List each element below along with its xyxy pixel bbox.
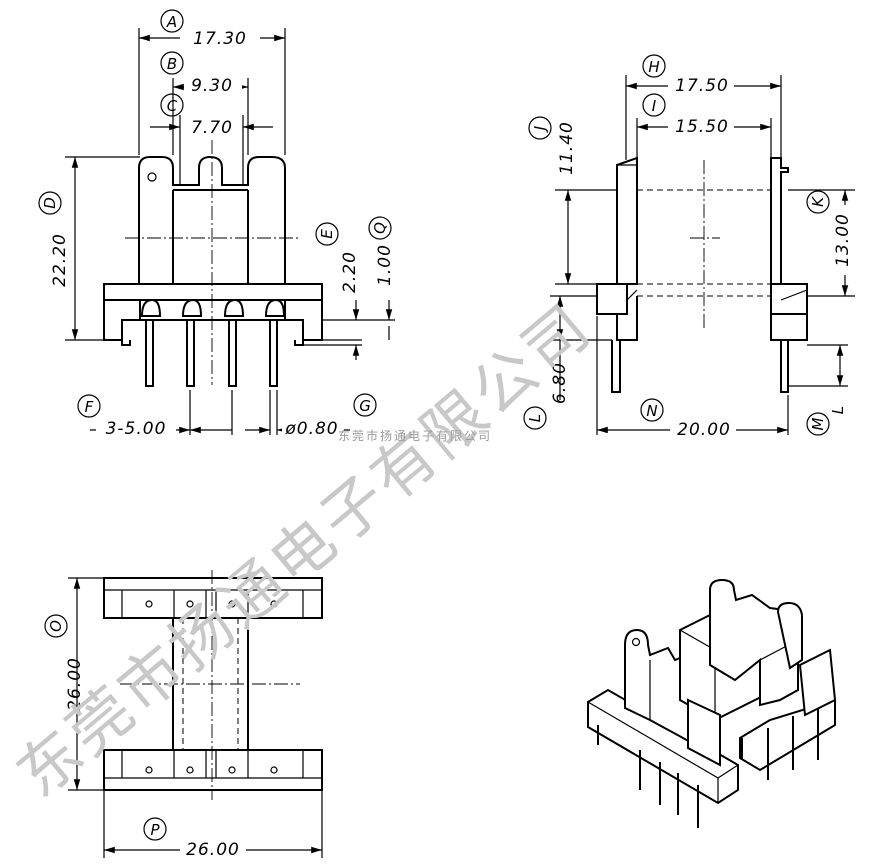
watermark-small-text: 东莞市扬通电子有限公司 — [338, 428, 492, 443]
front-view-body — [103, 140, 323, 387]
side-view-body — [596, 156, 808, 393]
dim-e-q: E 2.20 Q 1.00 — [303, 216, 395, 360]
dim-g: G ø0.80 — [245, 390, 377, 439]
dim-m-label: M — [809, 417, 827, 430]
dim-n-value: 20.00 — [677, 420, 731, 440]
bottom-view-body — [103, 570, 323, 800]
dim-b: B 9.30 — [160, 51, 249, 155]
dim-f-value: 3-5.00 — [106, 419, 167, 439]
dim-j: J 11.40 — [528, 116, 617, 285]
dim-h: H 17.50 — [625, 54, 782, 160]
dim-b-value: 9.30 — [191, 76, 233, 96]
dim-g-value: ø0.80 — [284, 419, 338, 439]
dim-i-label: I — [652, 97, 657, 115]
front-view: A 17.30 B 9.30 C 7.70 — [38, 9, 395, 439]
bottom-view: O 26.00 P 26.00 — [44, 570, 323, 860]
dim-h-value: 17.50 — [675, 76, 729, 96]
dim-o-value: 26.00 — [65, 657, 85, 711]
dim-f: F 3-5.00 — [77, 390, 233, 439]
dim-k: K 13.00 — [788, 189, 855, 297]
watermark-large-text: 东莞市扬通电子有限公司 — [3, 289, 606, 812]
dim-a: A 17.30 — [138, 9, 286, 155]
dim-n-label: N — [646, 402, 657, 420]
dim-d-label: D — [41, 197, 59, 209]
dim-i: I 15.50 — [636, 93, 772, 160]
dim-p-label: P — [150, 821, 160, 839]
dim-i-value: 15.50 — [675, 117, 729, 137]
dim-m: M L — [788, 344, 848, 436]
dim-j-value: 11.40 — [557, 121, 577, 175]
dim-d: D 22.20 — [38, 156, 140, 341]
dim-k-label: K — [809, 196, 827, 207]
isometric-view — [587, 578, 837, 828]
dim-d-value: 22.20 — [50, 233, 70, 287]
dim-a-label: A — [166, 13, 177, 31]
dim-o-label: O — [47, 620, 65, 632]
dim-g-label: G — [359, 397, 371, 415]
dim-h-label: H — [648, 58, 659, 76]
dim-b-label: B — [167, 55, 177, 73]
dim-l-label: L — [526, 414, 544, 422]
dim-c-value: 7.70 — [191, 118, 233, 138]
dim-n: N 20.00 — [596, 316, 789, 440]
dim-k-value: 13.00 — [833, 213, 853, 267]
watermark: 东莞市扬通电子有限公司 东莞市扬通电子有限公司 — [3, 289, 606, 812]
dim-f-label: F — [85, 398, 94, 416]
dim-e-value: 2.20 — [340, 251, 360, 293]
dim-o: O 26.00 — [44, 577, 104, 791]
dim-l-value: 6.80 — [550, 362, 570, 404]
dim-m-value: L — [829, 406, 847, 414]
dim-p-value: 26.00 — [186, 840, 240, 860]
side-view: H 17.50 I 15.50 J 11.40 — [523, 54, 855, 440]
dim-c-label: C — [167, 97, 178, 115]
dim-q-label: Q — [371, 222, 389, 234]
dim-l: L 6.80 — [523, 295, 612, 430]
dim-a-value: 17.30 — [193, 29, 247, 49]
dim-p: P 26.00 — [103, 790, 323, 860]
dim-j-label: J — [531, 126, 549, 133]
dim-e-label: E — [318, 229, 336, 239]
dim-c: C 7.70 — [150, 93, 273, 186]
dim-q-value: 1.00 — [375, 244, 395, 286]
